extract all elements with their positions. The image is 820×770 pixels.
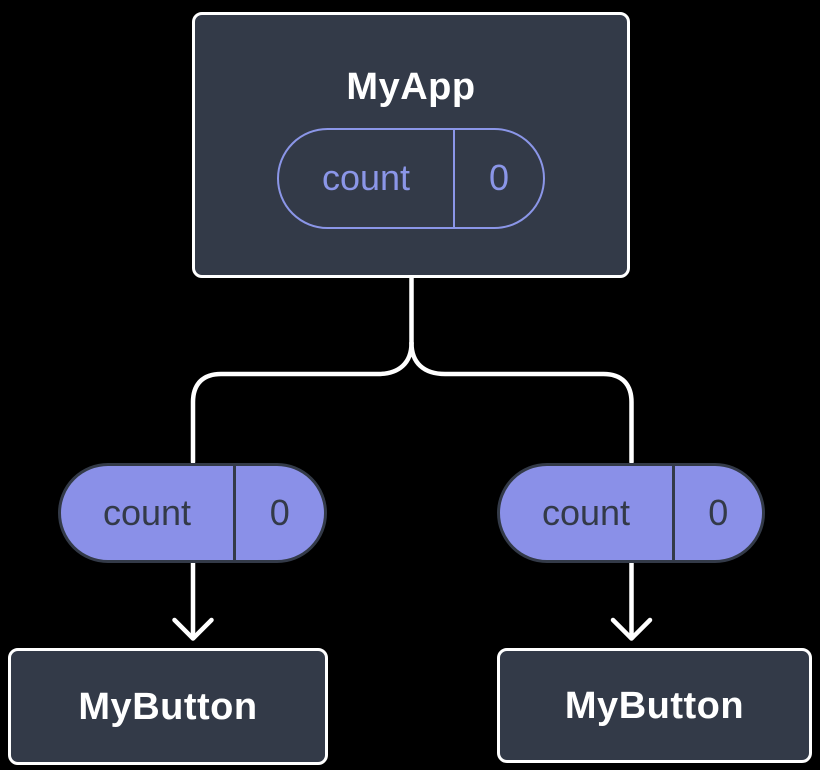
left-prop-pill-value: 0 <box>269 492 290 533</box>
branch-right-line <box>409 340 634 465</box>
left-child-component-node: MyButton <box>8 648 328 765</box>
prop-arrow-left-head <box>172 617 214 641</box>
left-prop-pill-divider <box>233 466 236 560</box>
left-child-component-title: MyButton <box>78 685 258 728</box>
root-state-pill-label: count <box>321 157 411 198</box>
root-component-title: MyApp <box>346 65 476 108</box>
root-state-pill: count 0 <box>277 127 545 229</box>
branch-left-line <box>190 340 414 465</box>
right-child-component-node: MyButton <box>497 648 812 763</box>
right-prop-pill-divider <box>672 466 675 560</box>
root-state-pill-divider <box>453 129 455 227</box>
right-prop-pill-label: count <box>541 492 631 533</box>
right-child-component-title: MyButton <box>564 684 745 727</box>
left-prop-pill: count 0 <box>58 463 327 563</box>
left-prop-pill-label: count <box>102 492 192 533</box>
right-prop-pill: count 0 <box>497 463 765 563</box>
root-component-node: MyApp count 0 <box>192 12 630 278</box>
right-prop-pill-value: 0 <box>708 492 729 533</box>
root-state-pill-value: 0 <box>488 157 510 198</box>
prop-arrow-right-head <box>610 617 653 641</box>
